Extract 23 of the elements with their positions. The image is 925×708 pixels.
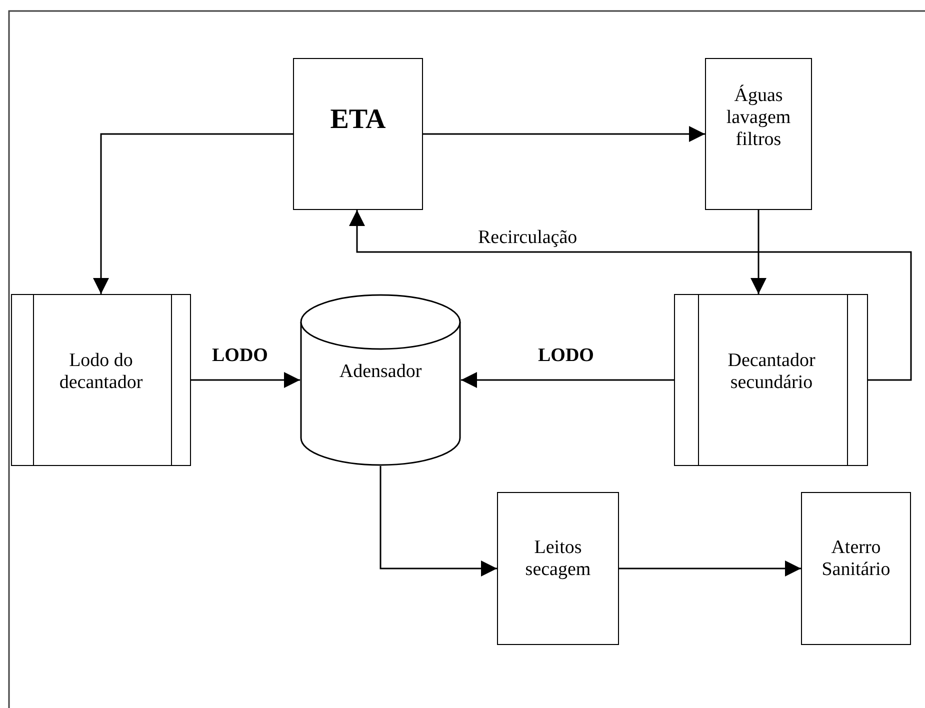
process-box — [293, 58, 423, 210]
arrow — [423, 126, 705, 142]
node-label: Adensador — [339, 361, 422, 383]
arrow — [191, 372, 300, 388]
storage-cylinder — [300, 294, 461, 466]
predefined-process-box — [11, 294, 191, 466]
process-box — [705, 58, 812, 210]
process-box — [801, 492, 911, 645]
node-label: Decantador secundário — [726, 350, 816, 394]
process-box — [497, 492, 619, 645]
node-label: ETA — [330, 104, 386, 136]
node-label: Águas lavagem filtros — [725, 85, 792, 151]
arrow — [380, 466, 497, 576]
arrow — [619, 560, 801, 576]
arrow — [461, 372, 674, 388]
arrow — [349, 210, 912, 381]
arrow — [93, 133, 293, 294]
predefined-process-box — [674, 294, 868, 466]
node-label: Leitos secagem — [524, 536, 592, 580]
edge-label: Recirculação — [476, 228, 580, 249]
node-label: Lodo do decantador — [58, 350, 144, 394]
arrow — [750, 210, 766, 294]
node-label: Aterro Sanitário — [820, 536, 892, 580]
